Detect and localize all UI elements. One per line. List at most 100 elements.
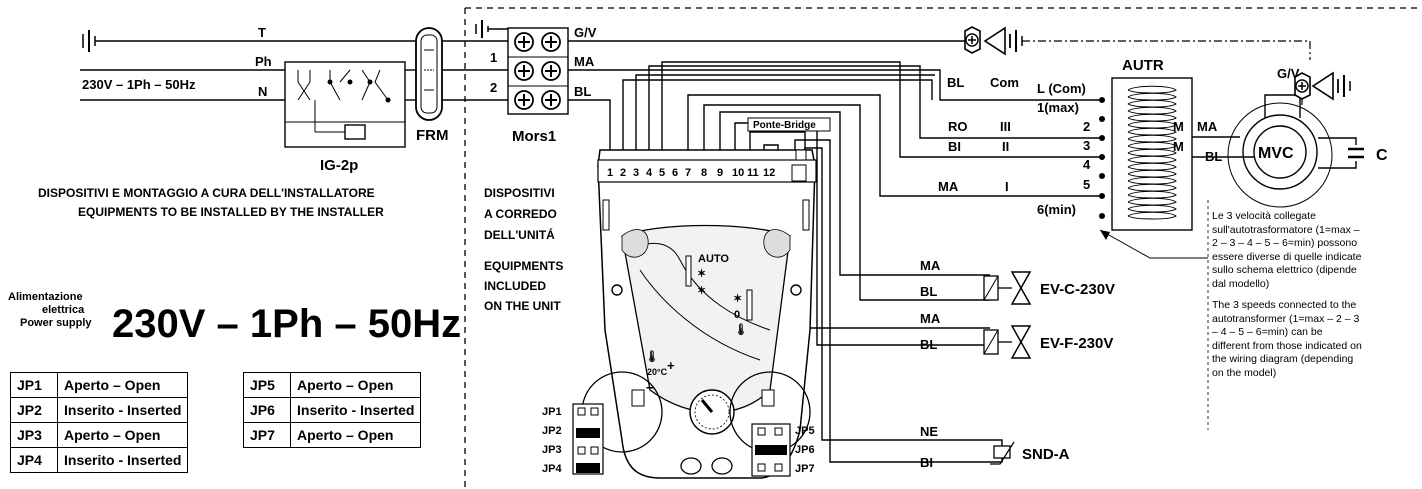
wire-gv-label: G/V	[574, 25, 597, 40]
valve-ev-f	[983, 325, 1032, 359]
strip-number: 1	[607, 167, 613, 179]
speed-note-it: Le 3 velocità collegate sull'autotrasfor…	[1212, 210, 1362, 290]
table-cell: Aperto – Open	[56, 372, 189, 398]
jp1-label: JP1	[542, 406, 562, 418]
jumpers-left	[572, 403, 604, 475]
ponte-bridge-label: Ponte-Bridge	[753, 120, 816, 131]
motor-mvc	[1192, 94, 1364, 208]
autr-tap-dots	[1099, 97, 1105, 219]
strip-number: 7	[685, 167, 691, 179]
jp7-label: JP7	[795, 463, 815, 475]
autr-tap-lcom: L (Com)	[1037, 81, 1086, 96]
snd-ne: NE	[920, 424, 938, 439]
ev-c-bl: BL	[920, 284, 937, 299]
autr-tap-3: 3	[1083, 138, 1090, 153]
unit-note-l1: DISPOSITIVI	[484, 186, 555, 200]
strip-number: 8	[701, 167, 707, 179]
jp4-label: JP4	[542, 463, 562, 475]
wire-bi-label: BI	[948, 139, 961, 154]
ig-2p-switch	[284, 61, 416, 148]
wire-bl-main	[568, 99, 611, 165]
minus-label: –	[646, 379, 654, 396]
wire-ma-label: MA	[574, 54, 595, 69]
table-cell: Inserito - Inserted	[289, 397, 422, 423]
table-cell: JP3	[10, 422, 58, 448]
ig-2p-label: IG-2p	[320, 157, 358, 174]
earth-icon	[82, 30, 96, 52]
table-cell: JP1	[10, 372, 58, 398]
table-cell: JP2	[10, 397, 58, 423]
wire-ph-label: Ph	[255, 54, 272, 69]
ponte-bridge-box	[747, 117, 831, 132]
strip-number: 12	[763, 167, 775, 179]
autr-tap-4: 4	[1083, 157, 1091, 172]
strip-number: 2	[620, 167, 626, 179]
strip-number: 10	[732, 167, 744, 179]
unit-note-l6: ON THE UNIT	[484, 299, 561, 313]
jp2-label: JP2	[542, 425, 562, 437]
strip-number: 3	[633, 167, 639, 179]
speed-note-en: The 3 speeds connected to the autotransf…	[1212, 299, 1362, 379]
ev-f-bl: BL	[920, 337, 937, 352]
fan-icon-2: ✶	[697, 285, 706, 297]
earth-icon-mors	[475, 20, 489, 38]
earth-screw-icon	[964, 26, 1023, 56]
motor-m2-label: M	[1173, 139, 1184, 154]
autr-tap-5: 5	[1083, 177, 1090, 192]
jp3-label: JP3	[542, 444, 562, 456]
mors-term-1: 1	[490, 50, 497, 65]
motor-earth-icon	[1294, 71, 1351, 105]
wire-ma-autr-label: MA	[938, 179, 959, 194]
speed-i-label: I	[1005, 179, 1009, 194]
strip-number: 9	[717, 167, 723, 179]
wire-ma-main	[568, 69, 1102, 101]
mors1-label: Mors1	[512, 128, 556, 145]
supply-label-en: Power supply	[20, 317, 92, 329]
wire-bl-label: BL	[574, 84, 591, 99]
jumpers-right	[751, 423, 791, 477]
valve-ev-c	[983, 271, 1032, 305]
strip-number: 11	[747, 167, 759, 179]
unit-note-l3: DELL'UNITÁ	[484, 227, 555, 242]
autotransformer	[1111, 77, 1193, 231]
autr-com-label: Com	[990, 75, 1019, 90]
fan-icon-3: ✶	[733, 293, 742, 305]
wire-t-label: T	[258, 25, 266, 40]
frm-filter	[415, 27, 443, 121]
motor-m1-label: M	[1173, 119, 1184, 134]
table-cell: Inserito - Inserted	[56, 447, 189, 473]
thermometer-icon: 🌡	[645, 350, 659, 363]
temp-icon: 🌡	[734, 323, 748, 336]
wire-n-label: N	[258, 84, 267, 99]
plus-label: +	[667, 358, 675, 373]
speed-iii-label: III	[1000, 119, 1011, 134]
table-cell: JP4	[10, 447, 58, 473]
frm-label: FRM	[416, 127, 449, 144]
autr-bl-label: BL	[947, 75, 964, 90]
mors1-terminal-block	[507, 27, 569, 115]
capacitor-label: C	[1376, 147, 1388, 164]
line-voltage-label: 230V – 1Ph – 50Hz	[82, 77, 196, 92]
auto-label: AUTO	[698, 253, 729, 265]
supply-label-it2: elettrica	[42, 304, 85, 316]
mvc-label: MVC	[1258, 145, 1294, 162]
supply-label-it: Alimentazione	[8, 291, 83, 303]
snd-a-label: SND-A	[1022, 446, 1070, 463]
unit-note-l4: EQUIPMENTS	[484, 259, 563, 273]
table-cell: Aperto – Open	[289, 372, 422, 398]
table-cell: JP5	[243, 372, 291, 398]
sensor-snd-a	[990, 439, 1015, 465]
ev-c-label: EV-C-230V	[1040, 281, 1115, 298]
table-cell: Inserito - Inserted	[56, 397, 189, 423]
jp5-label: JP5	[795, 425, 815, 437]
ev-f-label: EV-F-230V	[1040, 335, 1113, 352]
off-icon: 0	[734, 309, 740, 321]
